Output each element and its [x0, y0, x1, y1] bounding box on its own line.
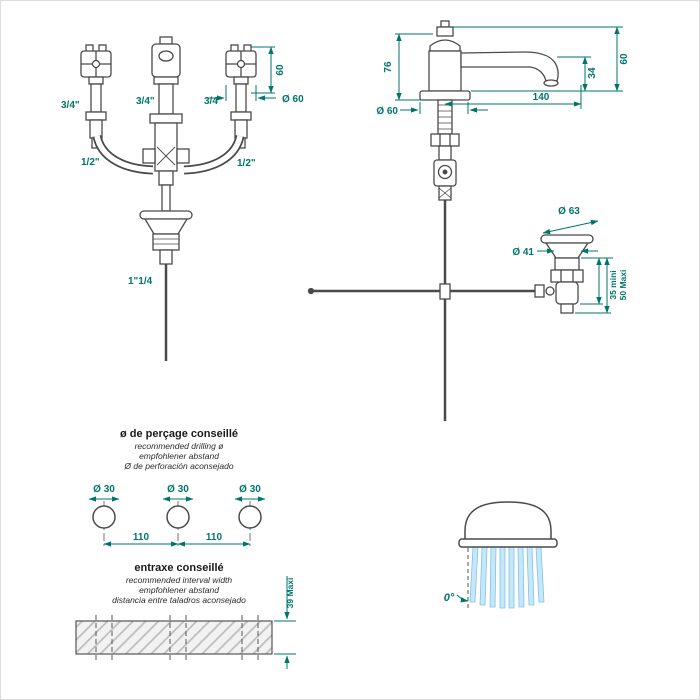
front-label-connection-left: 1/2": [81, 157, 100, 168]
interval-subtitle-es: distancia entre taladros aconsejado: [112, 595, 246, 605]
aerator-spray-drawing: [456, 501, 558, 611]
side-dim-waste-hole: Ø 41: [512, 247, 534, 258]
side-dim-range-min: 35 mini: [608, 270, 618, 299]
hole-label-3: Ø 30: [239, 484, 261, 495]
thickness-label: 39 Maxi: [285, 578, 295, 609]
aerator-body: [458, 501, 558, 548]
spray-angle-label: 0°: [444, 592, 455, 604]
side-view-drawing: [307, 20, 594, 421]
interval-title: entraxe conseillé: [134, 562, 223, 574]
front-dim-height: 60: [275, 64, 286, 76]
drilling-subtitle-de: empfohlener abstand: [139, 451, 219, 461]
drilling-holes-drawing: [88, 496, 266, 549]
front-label-drain: 1"1/4: [128, 276, 153, 287]
countertop-section-drawing: [75, 576, 296, 669]
front-dim-escutcheon: Ø 60: [282, 94, 304, 105]
front-label-valve-right: 3/4": [204, 96, 223, 107]
front-view-dimensions: [206, 46, 276, 101]
side-dim-waste-flange: Ø 63: [558, 206, 580, 217]
interval-subtitle-de: empfohlener abstand: [139, 585, 219, 595]
front-label-valve-center: 3/4": [136, 96, 155, 107]
side-dim-body-height: 76: [383, 61, 394, 73]
side-view-dimensions: [395, 26, 623, 314]
drilling-title: ø de perçage conseillé: [120, 428, 238, 440]
interval-subtitle-en: recommended interval width: [126, 575, 233, 585]
drilling-subtitle-es: Ø de perforación aconsejado: [123, 461, 233, 471]
front-label-connection-right: 1/2": [237, 158, 256, 169]
side-dim-base-diameter: Ø 60: [376, 106, 398, 117]
front-label-valve-left: 3/4": [61, 100, 80, 111]
side-dim-spout-reach: 140: [533, 92, 550, 103]
hole-label-1: Ø 30: [93, 484, 115, 495]
side-dim-outlet-height: 34: [587, 67, 598, 79]
spacing-label-1: 110: [133, 532, 150, 543]
side-dim-total-height: 60: [619, 53, 630, 65]
side-dim-range-max: 50 Maxi: [618, 270, 628, 301]
front-view-drawing: [80, 36, 257, 361]
spacing-label-2: 110: [206, 532, 223, 543]
hole-label-2: Ø 30: [167, 484, 189, 495]
water-streams: [469, 546, 545, 609]
drilling-subtitle-en: recommended drilling ø: [135, 441, 224, 451]
